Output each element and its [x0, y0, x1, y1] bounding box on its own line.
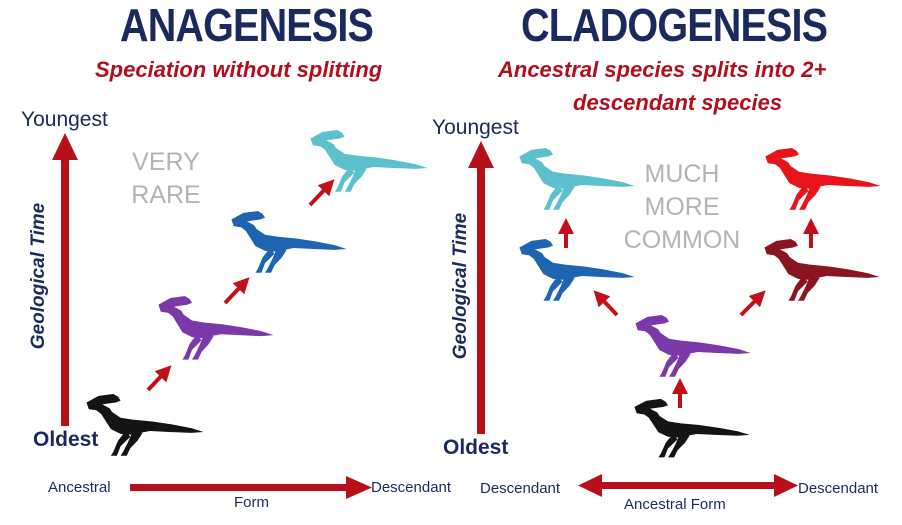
- dino-purple-right: [635, 314, 751, 377]
- cladogenesis-time-axis-arrow: [468, 141, 494, 434]
- anagenesis-time-axis-arrow: [52, 133, 78, 426]
- anagenesis-form-axis-arrow: [130, 476, 372, 499]
- anagenesis-subtitle: Speciation without splitting: [95, 57, 383, 82]
- anagenesis-oldest-label: Oldest: [33, 428, 99, 451]
- cladogenesis-arrow-to-blue: [593, 290, 619, 317]
- cladogenesis-subtitle-line2: descendant species: [573, 90, 783, 115]
- cladogenesis-arrow-to-dark-red: [739, 290, 766, 317]
- anagenesis-form-label: Form: [234, 494, 269, 511]
- much-more-common-line2: MORE: [644, 193, 720, 221]
- anagenesis-youngest-label: Youngest: [21, 108, 108, 131]
- cladogenesis-title: CLADOGENESIS: [521, 0, 828, 51]
- much-more-common-note: MUCH MORE COMMON: [620, 158, 744, 257]
- dino-black-ancestor-left: [86, 393, 204, 456]
- cladogenesis-form-axis-arrow: [578, 474, 798, 497]
- dino-black-ancestor-right: [634, 398, 750, 458]
- dino-blue-right: [519, 238, 635, 301]
- dino-blue-left: [231, 210, 347, 273]
- very-rare-line1: VERY: [132, 148, 200, 176]
- dino-red-right: [765, 147, 881, 210]
- cladogenesis-youngest-label: Youngest: [432, 116, 519, 139]
- anagenesis-arrow-3: [308, 179, 335, 207]
- anagenesis-arrow-1: [146, 365, 172, 392]
- much-more-common-line3: COMMON: [623, 226, 741, 254]
- cladogenesis-oldest-label: Oldest: [443, 436, 509, 459]
- cladogenesis-ancestral-form-label: Ancestral Form: [624, 496, 726, 513]
- cladogenesis-right-descendant-label: Descendant: [798, 480, 879, 497]
- much-more-common-line1: MUCH: [644, 160, 720, 188]
- cladogenesis-left-descendant-label: Descendant: [480, 480, 561, 497]
- anagenesis-arrow-2: [223, 277, 250, 305]
- anagenesis-descendant-label: Descendant: [371, 479, 452, 496]
- very-rare-line2: RARE: [131, 181, 201, 209]
- very-rare-note: VERY RARE: [128, 146, 204, 212]
- dino-light-blue-right: [519, 147, 635, 210]
- dino-dark-red-right: [764, 238, 880, 301]
- dino-light-blue-left: [310, 129, 428, 192]
- dino-purple-left: [158, 295, 274, 360]
- anagenesis-ancestral-label: Ancestral: [48, 479, 111, 496]
- cladogenesis-subtitle-line1: Ancestral species splits into 2+: [498, 57, 827, 82]
- anagenesis-title: ANAGENESIS: [120, 0, 374, 51]
